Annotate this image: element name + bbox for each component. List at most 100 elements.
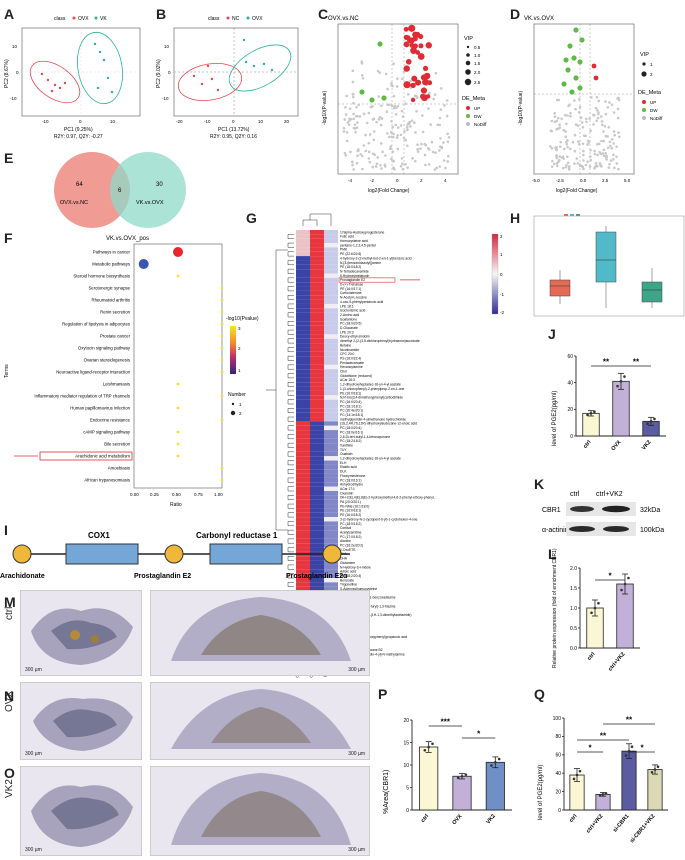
volcano-point <box>553 120 557 124</box>
enzyme-cbr1: Carbonyl reductase 1 <box>196 531 278 540</box>
heatmap-cell <box>296 377 310 383</box>
data-point <box>623 375 626 378</box>
heatmap-cell <box>324 491 338 496</box>
heatmap-row-label: Prostaglandin E2 <box>340 278 365 282</box>
vip-size: 1.5 <box>474 61 481 66</box>
heatmap-cell <box>296 460 310 465</box>
heatmap-row-label: N-Hydroxy-1H-indole <box>340 565 371 569</box>
heatmap-cell <box>310 247 324 252</box>
heatmap-row-label: dimethyl 2-(2-(3,5-dichlorophenyl)hydraz… <box>340 339 420 343</box>
heatmap-cell <box>310 491 324 496</box>
volcano-point <box>421 130 425 134</box>
volcano-point <box>598 142 601 146</box>
heatmap-row-label: N-Acetyl-L-leucine <box>340 296 367 300</box>
heatmap-row-label: PC (17:0/18:2) <box>340 535 361 539</box>
heatmap-cell <box>310 243 324 248</box>
y-tick-label: 20 <box>555 789 561 795</box>
enrichment-dot <box>176 454 180 458</box>
heatmap-row-label: 2-Amino acid <box>340 313 359 317</box>
volcano-point <box>410 119 414 122</box>
de-dw: DW <box>650 108 658 113</box>
data-point <box>431 742 434 746</box>
enrichment-dot <box>220 346 224 350</box>
volcano-point <box>427 107 430 110</box>
venn-overlap-count: 6 <box>118 188 122 194</box>
heatmap-cell <box>310 386 324 391</box>
heatmap-cell <box>310 456 324 461</box>
data-point <box>586 413 589 417</box>
color-legend-title: -log10(Pvalue) <box>226 316 259 322</box>
heatmap-row-label: Nicotinamide <box>340 348 359 352</box>
volcano-point <box>379 164 382 167</box>
y-tick-label: 0.5 <box>570 626 577 632</box>
heatmap-row-label: PMK <box>340 248 348 252</box>
micrograph-ctrl-high: 300 µm <box>150 590 370 676</box>
volcano-point-up <box>406 37 413 43</box>
volcano-point <box>562 147 566 151</box>
heatmap-cell <box>296 369 310 374</box>
volcano-point <box>565 163 568 167</box>
volcano-point <box>360 62 364 65</box>
heatmap-cell <box>324 243 338 248</box>
y-tick-label: 0 <box>406 808 409 814</box>
heatmap-cell <box>296 421 310 426</box>
volcano-point <box>597 99 601 103</box>
volcano-point-up <box>414 31 421 38</box>
volcano-point <box>445 114 449 118</box>
volcano-point <box>430 140 434 144</box>
volcano-point <box>561 166 565 170</box>
data-point <box>593 410 596 414</box>
volcano-point <box>427 162 431 166</box>
heatmap-cell <box>324 338 338 344</box>
heatmap-cell <box>310 260 324 265</box>
heatmap-cell <box>296 412 310 418</box>
micrograph-ovx-high: 300 µm <box>150 682 370 760</box>
heatmap-row-label: PC (16:2e/20:2) <box>340 544 363 548</box>
volcano-point <box>588 165 592 168</box>
data-point <box>589 412 593 415</box>
volcano-point <box>364 149 368 153</box>
volcano-point <box>378 71 382 75</box>
heatmap-cell <box>324 434 338 439</box>
heatmap-cell <box>296 312 310 317</box>
volcano-point <box>349 150 352 154</box>
volcano-point <box>379 123 383 127</box>
heatmap-cell <box>310 482 324 487</box>
volcano-point <box>395 85 399 88</box>
heatmap-row-label: DLK <box>340 470 347 474</box>
heatmap-cell <box>296 543 310 548</box>
volcano-point <box>563 113 567 117</box>
volcano-point <box>610 146 613 150</box>
volcano-point-up <box>591 63 597 69</box>
legend-title: class <box>54 16 66 22</box>
volcano-point <box>586 139 590 143</box>
volcano-point <box>608 101 611 104</box>
heatmap-row-label: Chol <box>340 370 347 374</box>
volcano-point <box>386 87 389 91</box>
volcano-point <box>593 165 597 169</box>
volcano-point <box>580 121 584 124</box>
heatmap-row-label: 2-(4-chlorophenyl)-4-(1H-1,3-dimethylace… <box>340 613 411 617</box>
xtick: -4 <box>348 178 352 183</box>
heatmap-row-label: PC (14:1e/18:1) <box>340 413 363 417</box>
data-point <box>624 754 628 757</box>
volcano-point <box>399 133 403 137</box>
significance-label: ** <box>626 716 633 725</box>
volcano-point <box>601 152 605 155</box>
heatmap-row-label: Benzoate <box>340 578 354 582</box>
volcano-point <box>379 104 383 108</box>
volcano-point <box>361 76 365 80</box>
data-point <box>630 745 634 749</box>
volcano-point <box>378 115 382 119</box>
volcano-point <box>360 74 364 77</box>
volcano-point <box>368 133 372 136</box>
y-tick-label: 2.0 <box>570 566 577 572</box>
heatmap-row-label: CPC 20:0 <box>340 352 354 356</box>
volcano-point <box>383 163 387 167</box>
volcano-point <box>556 116 560 120</box>
boxplot-h <box>533 214 685 317</box>
x-tick-label: VK2 <box>641 439 652 451</box>
size-100kda: 100kDa <box>640 527 664 534</box>
box-ctrl <box>549 279 571 297</box>
volcano-point <box>401 77 404 81</box>
